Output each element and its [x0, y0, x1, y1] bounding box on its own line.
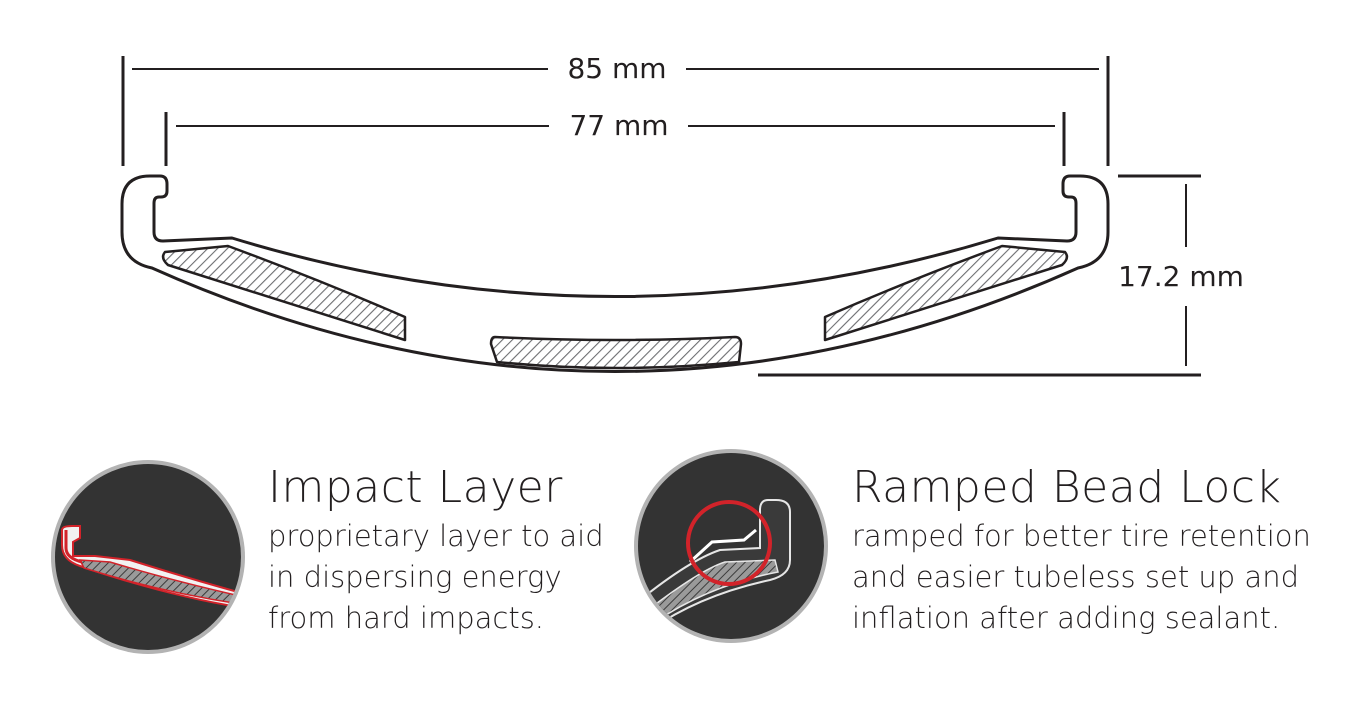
impact-layer-description: proprietary layer to aid in dispersing e…	[268, 516, 604, 639]
bead-lock-detail-icon	[634, 449, 828, 643]
impact-layer-center-segment	[489, 335, 743, 370]
impact-layer-description-line: from hard impacts.	[268, 601, 545, 635]
rim-height-label: 17.2 mm	[1118, 260, 1244, 293]
ramped-bead-lock-title: Ramped Bead Lock	[852, 462, 1282, 513]
inner-width-dimension	[164, 112, 1066, 166]
impact-layer-description-line: proprietary layer to aid	[268, 519, 604, 553]
impact-layer-left-segment	[161, 244, 407, 342]
rim-profile	[120, 174, 1110, 373]
impact-layer-detail-icon	[51, 460, 245, 654]
inner-width-label: 77 mm	[569, 109, 668, 142]
ramped-bead-lock-description: ramped for better tire retention and eas…	[852, 516, 1311, 639]
rim-height-dimension	[758, 174, 1201, 377]
ramped-bead-lock-description-line: ramped for better tire retention	[852, 519, 1311, 553]
ramped-bead-lock-description-line: inflation after adding sealant.	[852, 601, 1281, 635]
outer-width-dimension	[121, 56, 1110, 166]
impact-layer-title: Impact Layer	[268, 462, 563, 513]
outer-width-label: 85 mm	[567, 52, 666, 85]
impact-layer-description-line: in dispersing energy	[268, 560, 562, 594]
ramped-bead-lock-description-line: and easier tubeless set up and	[852, 560, 1299, 594]
impact-layer-right-segment	[823, 244, 1069, 342]
